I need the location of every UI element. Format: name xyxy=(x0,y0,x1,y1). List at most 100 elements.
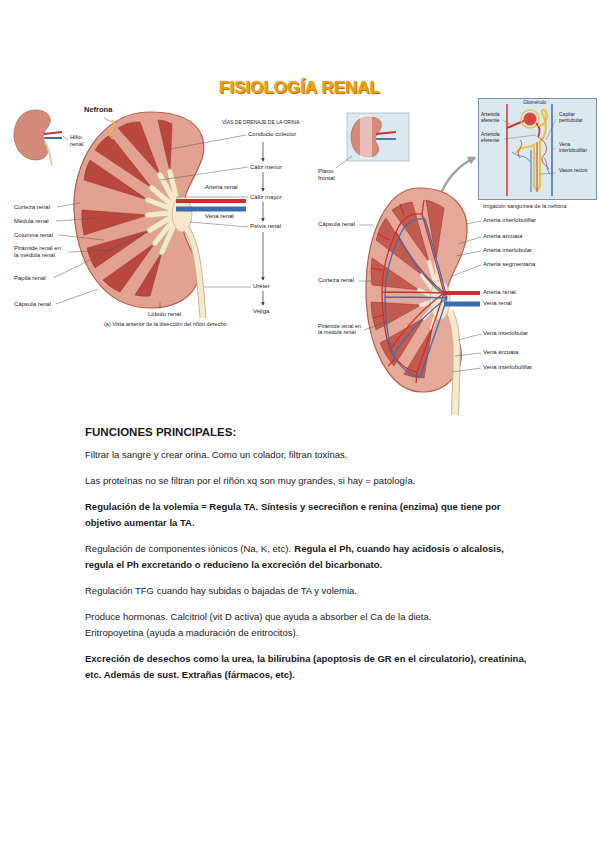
heading-text: FUNCIONES PRINCIPALES: xyxy=(85,426,236,438)
renal-vein xyxy=(444,302,480,307)
body-text: Las proteínas no se filtran por el riñón… xyxy=(85,475,415,486)
paragraph: Excreción de desechos como la urea, la b… xyxy=(85,651,530,683)
ureter xyxy=(450,312,457,415)
frontal-plane-inset xyxy=(336,113,409,168)
vein xyxy=(376,138,396,140)
leader-line xyxy=(539,173,556,174)
page-title: FISIOLOGÍA RENAL xyxy=(0,78,599,98)
renal-artery xyxy=(444,291,480,295)
part-label: Columna renal xyxy=(14,232,59,239)
flow-arrow xyxy=(263,202,264,221)
renal-artery xyxy=(176,199,246,203)
part-label: Plano frontal xyxy=(318,168,346,182)
body-text: Excreción de desechos como la urea, la b… xyxy=(85,653,526,680)
part-label: Glomérulo xyxy=(523,100,563,106)
leader-line xyxy=(56,289,98,304)
part-label: Papila renal xyxy=(14,275,59,282)
part-label: Pelvis renal xyxy=(250,223,300,230)
leader-line xyxy=(204,287,251,288)
part-label: Vena renal xyxy=(483,300,593,307)
leader-line xyxy=(56,218,100,221)
inset-frame xyxy=(347,113,409,161)
leader-line xyxy=(359,225,373,226)
leader-line xyxy=(57,203,80,207)
leader-line xyxy=(458,237,481,244)
paragraph: Regulación de la volemia = Regula TA. Sí… xyxy=(85,499,530,531)
leader-line xyxy=(553,148,556,150)
part-label: Conducto colector xyxy=(248,131,308,138)
ureter xyxy=(45,142,52,165)
part-label: Arteriola eferente xyxy=(481,132,506,144)
leader-line xyxy=(53,232,148,278)
part-label: Arteria interlobulillar xyxy=(483,217,593,224)
pyramid xyxy=(82,210,148,235)
glomerulus xyxy=(524,113,537,126)
peritubular-capillary xyxy=(518,137,549,169)
renal-pyramids xyxy=(82,120,172,296)
part-label: Cápsula renal xyxy=(14,301,59,308)
vasa-recta xyxy=(531,150,532,192)
part-label: Arteriola aferente xyxy=(481,112,506,124)
part-label: Nefrona xyxy=(84,106,124,115)
vasa-recta xyxy=(537,142,538,192)
leader-line xyxy=(63,136,68,140)
part-label: Arteria interlobular xyxy=(483,247,593,254)
part-label: Arteria renal xyxy=(483,289,593,296)
vein xyxy=(44,137,62,139)
pyramid xyxy=(84,160,148,200)
body-text: FUNCIONES PRINCIPALES: Filtrar la sangre … xyxy=(85,424,530,693)
plane xyxy=(360,115,372,159)
arteries xyxy=(371,200,444,383)
leader-line xyxy=(160,167,248,180)
part-label: Arteria arcuata xyxy=(483,233,593,240)
zoom-arrow xyxy=(440,158,474,196)
body-text: Eritropoyetina (ayuda a maduración de er… xyxy=(85,625,530,641)
body-text: Regulación de componentes iónicos (Na, K… xyxy=(85,543,291,554)
part-label: Vena interlobulillar xyxy=(483,364,593,371)
flow-arrow xyxy=(263,291,264,305)
body-text: Regulación TFG cuando hay subidas o baja… xyxy=(85,585,357,596)
nephron xyxy=(109,120,113,139)
part-label: Corteza renal xyxy=(14,204,59,211)
part-label: Capilar peritubular xyxy=(559,112,596,124)
part-label: Vena interlobulillar xyxy=(559,142,596,154)
part-label: Pirámide renal en la médula renal xyxy=(318,323,364,336)
leader-lines xyxy=(359,221,481,372)
leader-line xyxy=(456,251,481,256)
part-label: Vena interlobular xyxy=(483,330,593,337)
leader-line xyxy=(364,322,386,330)
paragraph: Las proteínas no se filtran por el riñón… xyxy=(85,473,530,489)
leader-line xyxy=(160,302,161,309)
veins xyxy=(385,219,447,377)
artery xyxy=(376,132,396,134)
inset-kidney xyxy=(14,110,62,165)
leader-line xyxy=(455,353,481,356)
interlobular-vein xyxy=(551,104,553,196)
leader-line xyxy=(452,265,481,276)
part-label: Cápsula renal xyxy=(318,221,363,228)
ureter-outline xyxy=(186,228,203,318)
flow-arrow xyxy=(263,232,264,280)
leader-line xyxy=(452,368,481,372)
paragraph: Regulación de componentes iónicos (Na, K… xyxy=(85,541,530,573)
leader-line xyxy=(458,334,481,340)
nephron-inset xyxy=(478,98,597,200)
part-label: Cáliz mayor xyxy=(250,194,300,201)
part-label: (a) Vista anterior de la disección del r… xyxy=(104,321,294,327)
kidney-outline xyxy=(14,110,50,160)
part-label: Vena arcuata xyxy=(483,349,593,356)
part-label: VÍAS DE DRENAJE DE LA ORINA: xyxy=(222,120,322,126)
part-label: Pirámide renal en la médula renal xyxy=(14,245,66,259)
paragraph: Produce hormonas. Calcitriol (vit D acti… xyxy=(85,609,530,641)
glomerular-capsule xyxy=(521,110,539,128)
leader-line xyxy=(165,135,246,150)
renal-vein xyxy=(176,207,246,212)
body-text: Produce hormonas. Calcitriol (vit D acti… xyxy=(85,609,530,625)
flow-arrow xyxy=(263,142,264,161)
interlobular-artery xyxy=(506,104,508,196)
part-label: Uréter xyxy=(253,283,293,290)
paragraph: Filtrar la sangre y crear orina. Como un… xyxy=(85,447,530,463)
part-label: Vasos rectos xyxy=(559,168,596,174)
